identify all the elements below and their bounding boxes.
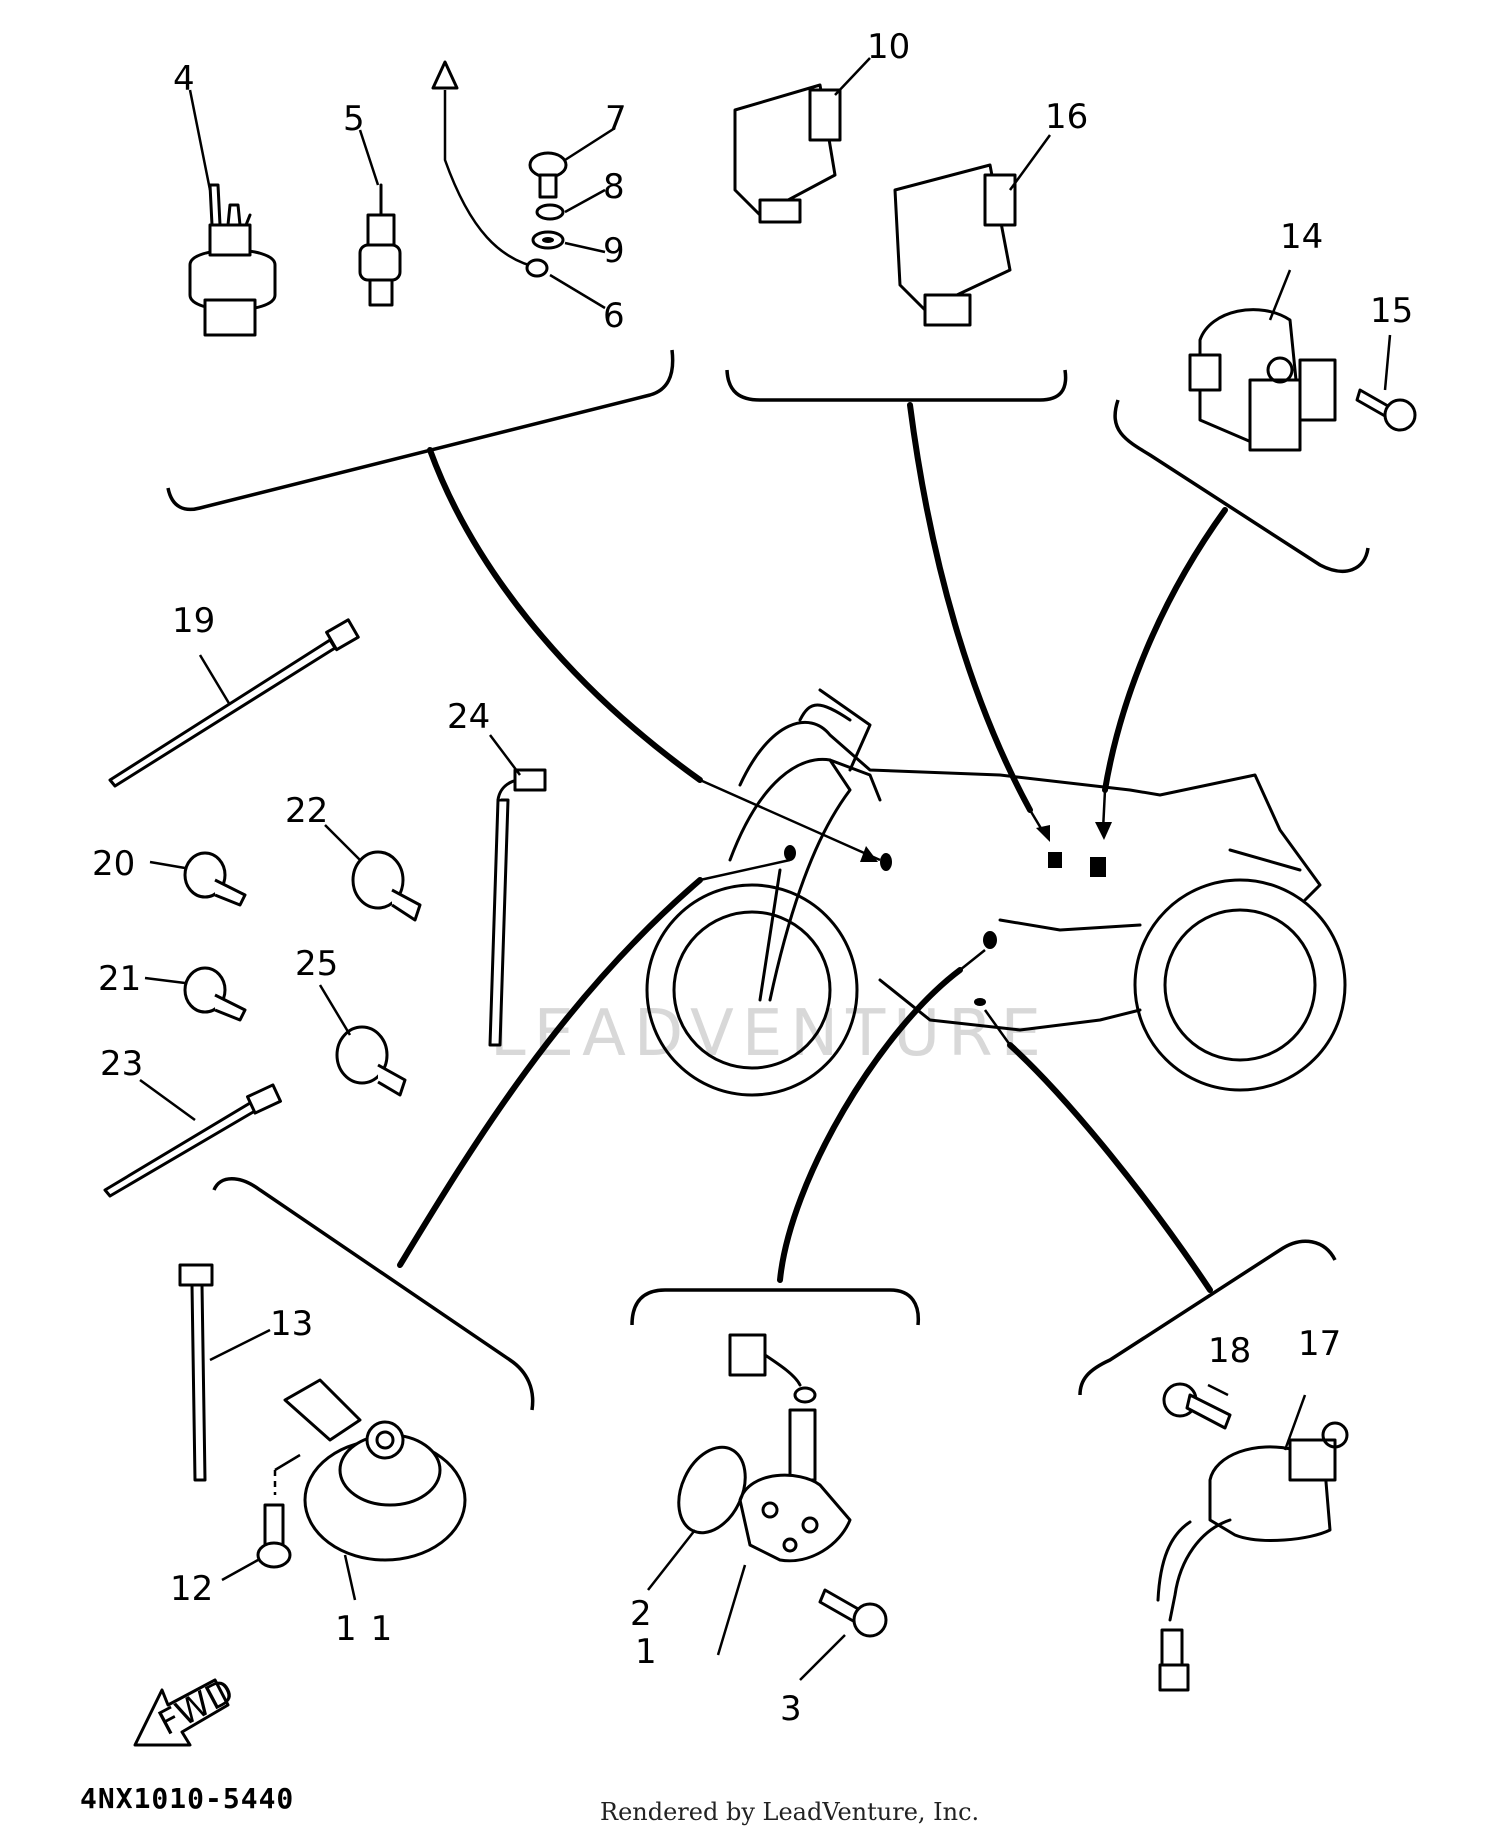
- starter-relay-14: [1188, 269, 1337, 452]
- bolt-3: [799, 1588, 888, 1681]
- callout-8: 8: [603, 167, 625, 207]
- callout-2: 2: [630, 1594, 652, 1634]
- callout-25: 25: [295, 944, 338, 984]
- group-brackets: [166, 349, 1370, 1411]
- thermo-switch-4: [188, 89, 277, 337]
- relay-10: [733, 57, 871, 224]
- bolt-12: [221, 1453, 301, 1582]
- watermark: LEADVENTURE: [490, 997, 1049, 1071]
- callout-11: 11: [335, 1609, 406, 1649]
- clamp-20: [149, 851, 247, 907]
- wire-lead-6: [431, 60, 606, 310]
- washer-8: [535, 188, 606, 221]
- render-credit: Rendered by LeadVenture, Inc.: [600, 1798, 979, 1826]
- callout-20: 20: [92, 844, 135, 884]
- callout-17: 17: [1298, 1324, 1341, 1364]
- cable-tie-23: [103, 1078, 282, 1198]
- callout-16: 16: [1045, 97, 1088, 137]
- callout-18: 18: [1208, 1331, 1251, 1371]
- callout-19: 19: [172, 601, 215, 641]
- cable-tie-19: [108, 618, 360, 788]
- callout-9: 9: [603, 231, 625, 271]
- callout-23: 23: [100, 1044, 143, 1084]
- o-ring-2: [647, 1445, 747, 1591]
- callout-12: 12: [170, 1569, 213, 1609]
- switch-1: [716, 1333, 852, 1656]
- clamp-21: [144, 966, 247, 1022]
- callout-7: 7: [605, 99, 627, 139]
- bolt-18: [1162, 1382, 1232, 1430]
- clamp-22: [324, 824, 422, 922]
- fwd-label: FWD: [152, 1671, 241, 1744]
- callout-14: 14: [1280, 217, 1323, 257]
- bike-mount-points: [784, 845, 1106, 1006]
- callout-22: 22: [285, 791, 328, 831]
- cable-tie-13: [178, 1263, 271, 1482]
- relay-16: [893, 134, 1052, 327]
- callout-21: 21: [98, 959, 141, 999]
- bolt-15: [1355, 334, 1417, 432]
- screw-7: [528, 126, 616, 199]
- band-24: [488, 734, 547, 1047]
- clamp-25: [318, 984, 407, 1097]
- horn-11: [283, 1378, 467, 1601]
- callout-1: 1: [635, 1632, 657, 1672]
- fwd-arrow-icon: FWD: [133, 1671, 241, 1747]
- part-number-code: 4NX1010-5440: [80, 1782, 294, 1815]
- callout-5: 5: [343, 99, 365, 139]
- callout-24: 24: [447, 697, 490, 737]
- motorcycle-outline: [645, 688, 1347, 1097]
- group-leaders: [397, 402, 1228, 1293]
- callout-10: 10: [867, 27, 910, 67]
- callout-15: 15: [1370, 291, 1413, 331]
- switch-17: [1156, 1394, 1349, 1692]
- callout-13: 13: [270, 1304, 313, 1344]
- callout-4: 4: [173, 59, 195, 99]
- washer-9: [531, 230, 606, 254]
- callout-3: 3: [780, 1689, 802, 1729]
- sensor-5: [358, 129, 402, 307]
- callout-6: 6: [603, 296, 625, 336]
